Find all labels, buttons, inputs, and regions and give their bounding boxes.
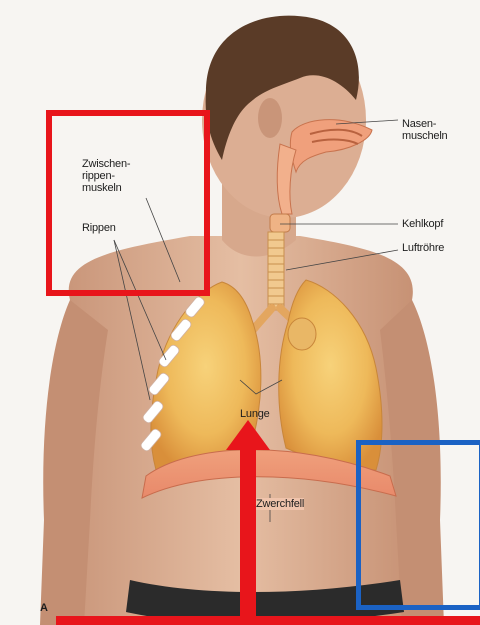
larynx <box>270 214 290 232</box>
red-arrow-shaft <box>240 446 256 620</box>
label-rippen: Rippen <box>82 222 116 234</box>
red-bottom-bar <box>56 616 480 625</box>
red-arrow-head <box>226 420 270 450</box>
label-luftroehre: Luftröhre <box>402 242 444 254</box>
label-zwischenrippenmuskeln: Zwischen- rippen- muskeln <box>82 158 130 194</box>
ear <box>258 98 282 138</box>
label-nasenmuscheln: Nasen- muscheln <box>402 118 447 142</box>
label-kehlkopf: Kehlkopf <box>402 218 443 230</box>
trachea <box>268 232 284 310</box>
panel-letter: A <box>40 602 48 614</box>
heart-hint <box>288 318 316 350</box>
blue-highlight-box <box>356 440 480 610</box>
label-zwerchfell: Zwerchfell <box>256 498 304 510</box>
label-lunge: Lunge <box>240 408 270 420</box>
red-highlight-box <box>46 110 210 296</box>
